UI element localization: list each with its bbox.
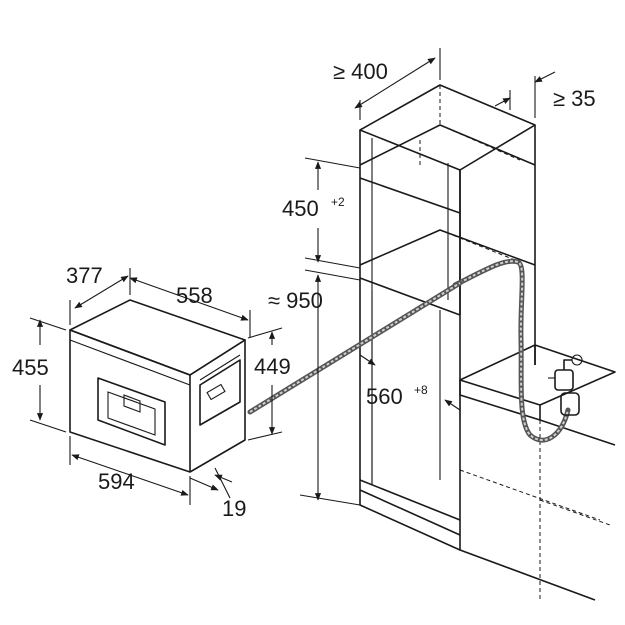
dim-appliance-depth: 377 [66,263,131,325]
dim-niche-height: 450 +2 [282,157,361,269]
dim-cabinet-wall: ≥ 35 [494,71,596,118]
label-appliance-width: 594 [98,469,135,494]
connection-hose [247,280,463,415]
label-niche-depth-tolerance: +8 [414,383,428,397]
dim-cabinet-width: ≥ 400 [333,48,441,120]
dim-front-offset: 19 [189,467,246,521]
worktop [459,344,616,600]
dim-appliance-width: 594 [69,436,191,505]
tall-cabinet [359,84,596,601]
label-niche-height: 450 [282,196,319,221]
label-cabinet-width: ≥ 400 [333,59,388,84]
water-hose [452,258,571,443]
dim-niche-depth: 560 +8 [359,354,461,420]
dim-appliance-height: 455 [12,317,67,433]
label-cabinet-wall: ≥ 35 [553,86,596,111]
label-niche-depth: 560 [366,384,403,409]
appliance [69,299,246,473]
water-tap-icon [548,354,583,416]
dim-niche-opening-height: 449 [247,327,291,441]
dim-appliance-side-depth: 558 [129,277,251,338]
label-niche-height-tolerance: +2 [331,195,345,209]
label-appliance-height: 455 [12,355,49,380]
label-niche-opening-height: 449 [254,354,291,379]
dim-total-height: ≈ 950 [268,269,361,506]
label-front-offset: 19 [222,496,246,521]
label-appliance-side-depth: 558 [176,283,213,308]
label-total-height: ≈ 950 [268,288,323,313]
label-appliance-depth: 377 [66,263,103,288]
